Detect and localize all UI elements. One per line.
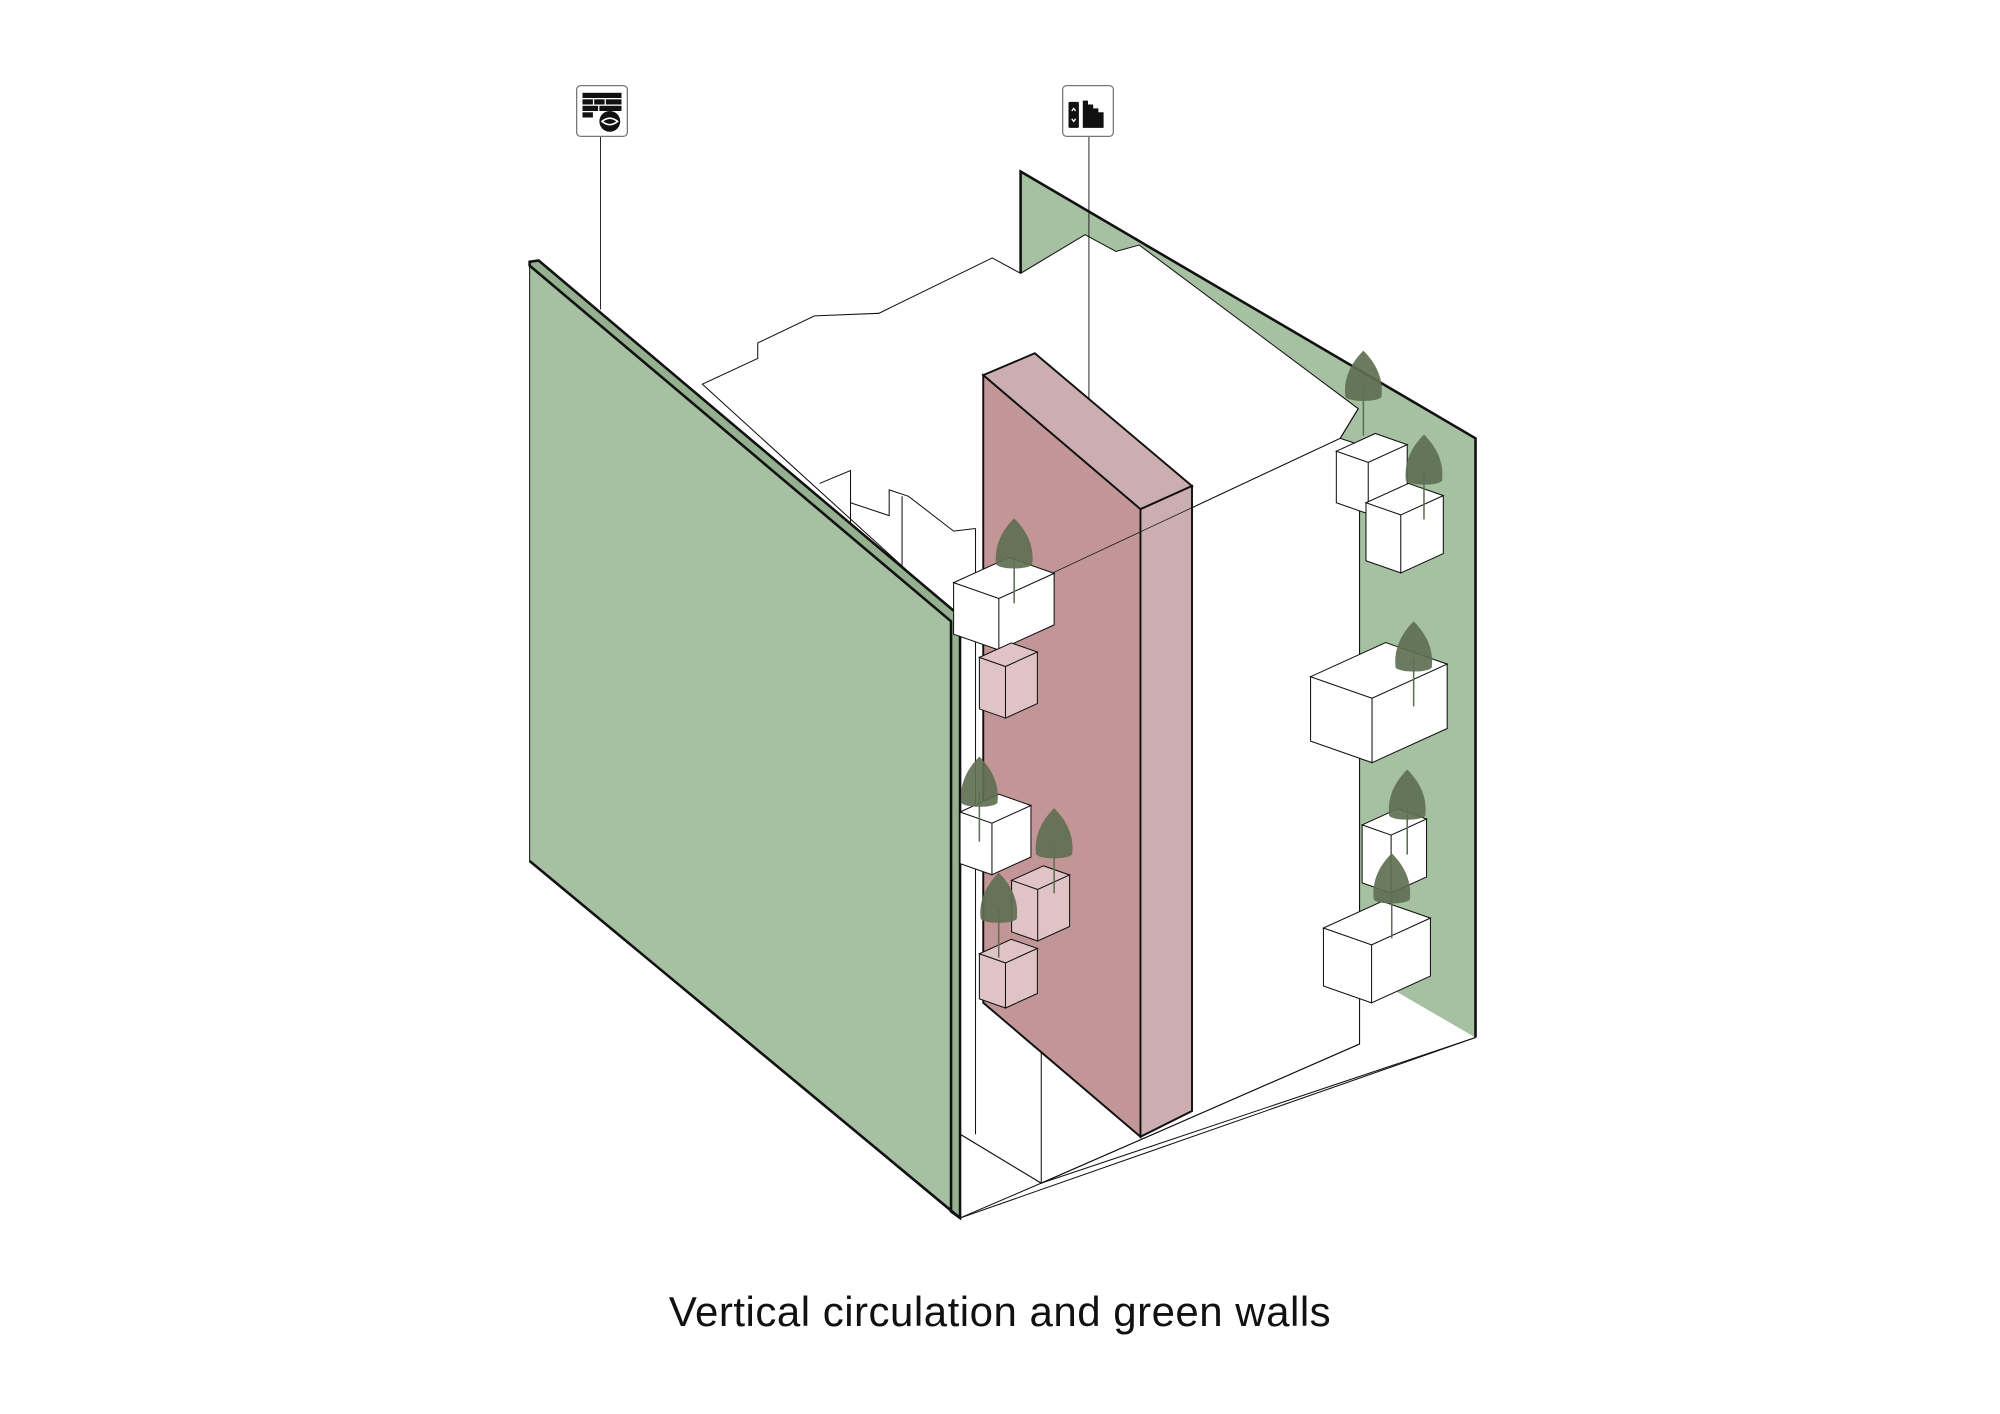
base-line xyxy=(959,1037,1476,1219)
left-wall-bottom-edge xyxy=(528,860,961,1219)
tree-icon xyxy=(1035,808,1073,894)
base-line xyxy=(959,1182,1042,1219)
planter-box xyxy=(1322,900,1432,1004)
diagram-caption: Vertical circulation and green walls xyxy=(668,1288,1332,1335)
green-wall-icon xyxy=(576,85,628,137)
right-green-wall-edge xyxy=(1019,169,1477,1038)
tree-icon xyxy=(1344,350,1382,436)
base-line xyxy=(1041,1037,1476,1184)
tree-icon xyxy=(995,518,1033,604)
tree-icon xyxy=(1373,853,1411,939)
tree-icon xyxy=(1395,621,1433,707)
tree-icon xyxy=(980,872,1018,958)
planter-box xyxy=(977,642,1039,719)
circulation-core xyxy=(981,352,1194,1139)
building-right-edge xyxy=(1041,444,1361,1184)
facade-line xyxy=(959,1133,1042,1184)
tree-icon xyxy=(1405,434,1443,520)
tree-icon xyxy=(960,756,998,842)
planter-box xyxy=(1010,865,1071,942)
vertical-circulation-icon xyxy=(1062,85,1114,137)
tree-icon xyxy=(1388,769,1426,855)
planter-box xyxy=(977,938,1039,1009)
roof-front-edge xyxy=(1037,437,1341,581)
